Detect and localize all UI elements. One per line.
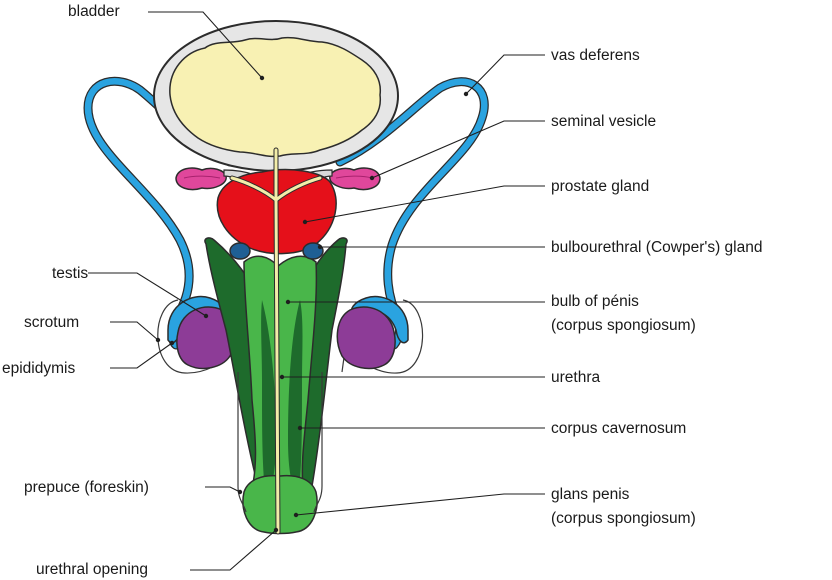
leader-prostate: [304, 185, 545, 223]
bladder-lumen: [169, 36, 382, 158]
leader-glans: [295, 493, 545, 516]
testis-right: [336, 306, 396, 370]
label-urethral-opening: urethral opening: [36, 561, 149, 578]
leader-scrotum: [110, 321, 159, 341]
label-bulb-of-penis-line2: (corpus spongiosum): [551, 317, 696, 334]
label-vas-deferens: vas deferens: [551, 47, 640, 64]
leader-vas-deferens: [465, 54, 545, 95]
testis-left: [176, 306, 236, 370]
label-prepuce: prepuce (foreskin): [24, 479, 149, 496]
prepuce-outline: [237, 372, 323, 513]
label-prostate-gland: prostate gland: [551, 178, 650, 195]
label-bladder: bladder: [68, 3, 120, 20]
label-glans-penis-line2: (corpus spongiosum): [551, 510, 696, 527]
label-bulb-of-penis-line1: bulb of pénis: [551, 293, 639, 310]
leader-bladder: [148, 11, 263, 79]
label-scrotum: scrotum: [24, 314, 80, 331]
leader-epididymis: [110, 342, 173, 369]
label-glans-penis-line1: glans penis: [551, 486, 630, 503]
leader-seminal-vesicle: [371, 120, 545, 179]
label-seminal-vesicle: seminal vesicle: [551, 113, 657, 130]
leader-prepuce: [205, 486, 241, 493]
bulbourethral-gland-left: [229, 242, 251, 260]
label-bulbourethral-gland: bulbourethral (Cowper's) gland: [551, 239, 763, 256]
leader-testis: [88, 272, 207, 317]
label-urethra: urethra: [551, 369, 601, 386]
label-testis: testis: [52, 265, 89, 282]
label-corpus-cavernosum: corpus cavernosum: [551, 420, 687, 437]
leader-urethral-opening: [190, 529, 277, 571]
seminal-vesicle-left: [175, 167, 227, 191]
label-epididymis: epididymis: [2, 360, 76, 377]
